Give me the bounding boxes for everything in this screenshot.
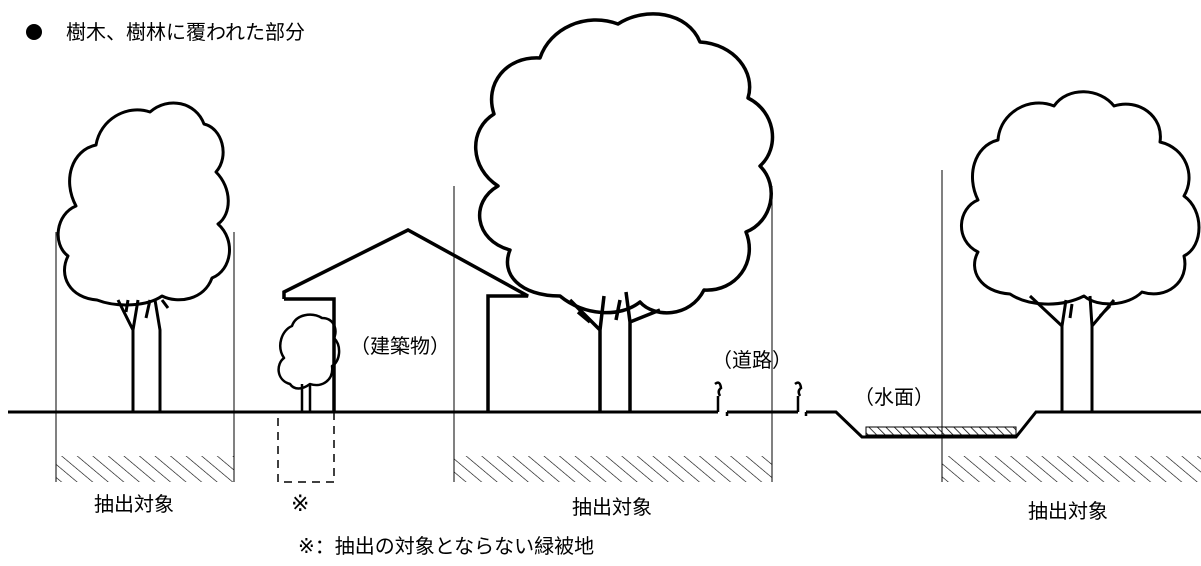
- extract-label-right: 抽出対象: [1028, 499, 1108, 523]
- tree-right: [960, 90, 1201, 412]
- small-tree: [277, 313, 341, 412]
- extract-label-center: 抽出対象: [572, 495, 652, 519]
- tree-center: [473, 12, 775, 412]
- tree-left: [56, 101, 231, 412]
- extract-label-left: 抽出対象: [94, 492, 174, 516]
- asterisk-mark: ※: [291, 492, 310, 517]
- hatch-center: [454, 456, 772, 482]
- building: [282, 228, 529, 412]
- diagram-title: 樹木、樹林に覆われた部分: [66, 20, 305, 44]
- water-label: （水面）: [854, 385, 934, 409]
- building-label: （建築物）: [350, 334, 450, 358]
- water-surface: [865, 426, 1017, 436]
- road-label: （道路）: [712, 348, 792, 372]
- hatch-right: [942, 456, 1201, 482]
- footnote: ※：抽出の対象とならない緑被地: [298, 534, 595, 558]
- hatch-left: [56, 456, 234, 482]
- ground-line: [8, 381, 1201, 439]
- bullet-icon: [26, 24, 42, 40]
- dashed-region: [277, 411, 335, 483]
- guide-lines: [55, 170, 943, 482]
